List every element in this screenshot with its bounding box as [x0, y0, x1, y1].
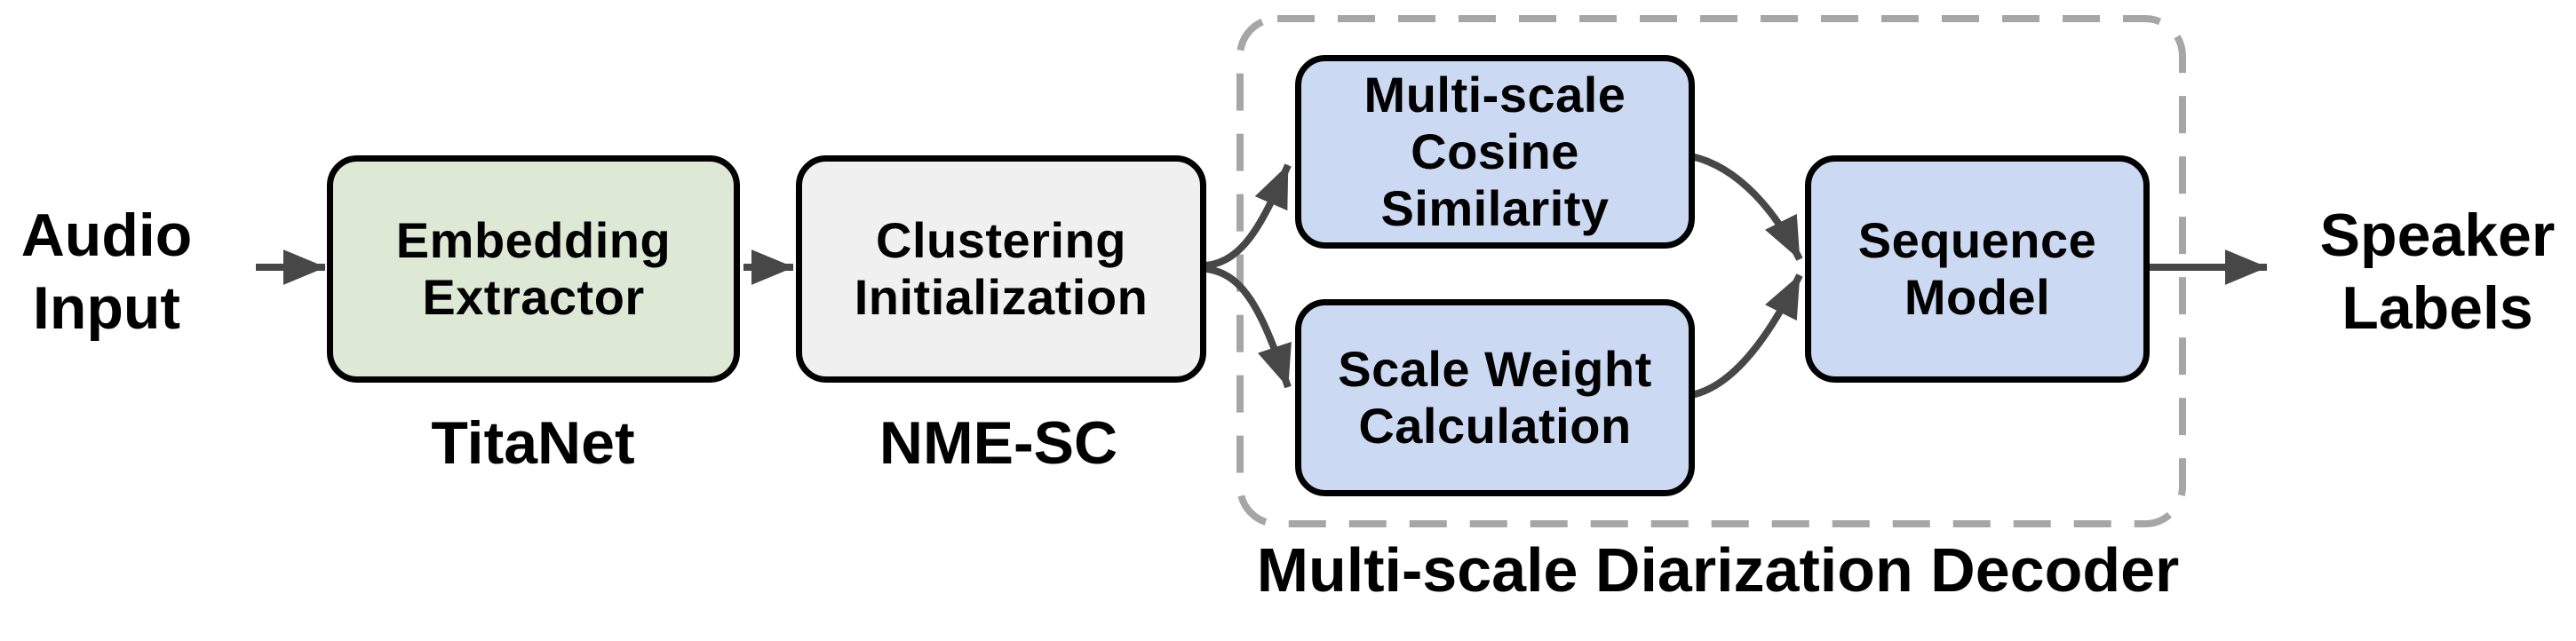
- clustering-initialization-line2: Initialization: [854, 269, 1149, 325]
- multiscale-cosine-similarity-box: Multi-scale Cosine Similarity: [1295, 55, 1695, 249]
- decoder-group-dashed-border: [1236, 15, 2186, 527]
- speaker-labels-line1: Speaker: [2319, 202, 2556, 269]
- embedding-extractor-box: Embedding Extractor: [327, 155, 740, 383]
- speaker-labels-line2: Labels: [2341, 274, 2533, 342]
- scale-weight-calculation-line1: Scale Weight: [1338, 341, 1652, 397]
- embedding-extractor-line1: Embedding: [395, 212, 672, 268]
- embedding-extractor-line2: Extractor: [422, 269, 645, 325]
- scale-weight-calculation-line2: Calculation: [1358, 398, 1632, 454]
- sequence-model-line1: Sequence: [1857, 212, 2097, 268]
- clustering-initialization-box: Clustering Initialization: [796, 155, 1206, 383]
- sequence-model-line2: Model: [1904, 269, 2051, 325]
- multiscale-cosine-similarity-line3: Similarity: [1380, 180, 1610, 236]
- scale-weight-calculation-box: Scale Weight Calculation: [1295, 299, 1695, 496]
- arrow-cosine-to-sequence: [1690, 153, 1803, 261]
- speaker-labels-label: Speaker Labels: [2299, 199, 2576, 344]
- audio-input-label: Audio Input: [0, 199, 213, 344]
- audio-input-line1: Audio: [20, 202, 193, 269]
- arrow-clustering-to-weight: [1205, 265, 1292, 389]
- clustering-initialization-line1: Clustering: [876, 212, 1126, 268]
- nme-sc-sublabel: NME-SC: [879, 409, 1118, 477]
- arrow-clustering-to-cosine: [1205, 163, 1292, 269]
- multiscale-cosine-similarity-line1: Multi-scale: [1364, 67, 1626, 123]
- decoder-group-label: Multi-scale Diarization Decoder: [1256, 535, 2180, 605]
- audio-input-line2: Input: [32, 274, 181, 342]
- multiscale-cosine-similarity-line2: Cosine: [1411, 123, 1579, 179]
- titanet-sublabel: TitaNet: [431, 409, 635, 477]
- arrow-weight-to-sequence: [1690, 273, 1803, 399]
- sequence-model-box: Sequence Model: [1805, 155, 2150, 383]
